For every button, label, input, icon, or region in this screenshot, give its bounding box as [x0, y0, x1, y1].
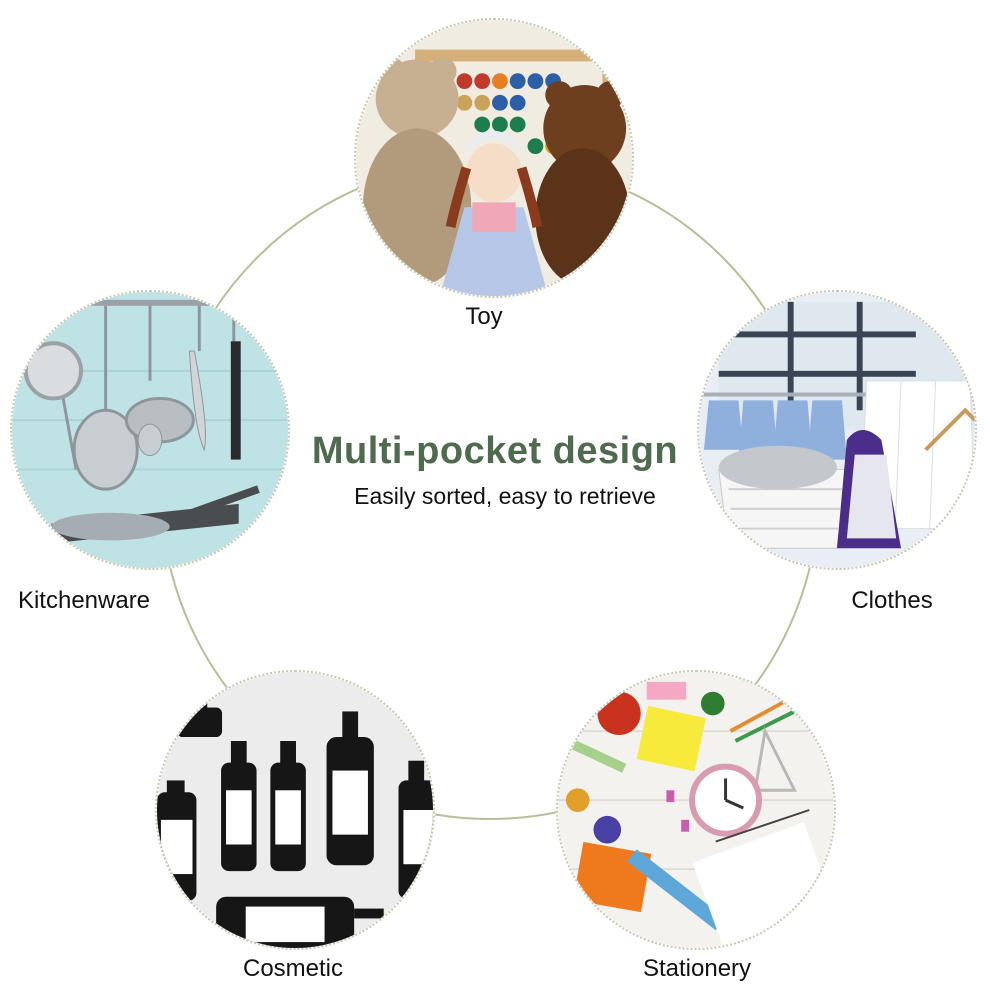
toy-label: Toy	[465, 303, 503, 330]
stationery-label: Stationery	[642, 955, 752, 982]
kitchenware-image	[10, 290, 290, 570]
subline: Easily sorted, easy to retrieve	[354, 483, 656, 509]
headline: Multi-pocket design	[311, 430, 679, 472]
toy-image	[354, 18, 634, 298]
clothes-image	[697, 290, 977, 570]
stationery-image	[556, 670, 836, 950]
kitchenware-label: Kitchenware	[17, 587, 151, 614]
cosmetic-image	[155, 670, 435, 950]
clothes-label: Clothes	[851, 587, 933, 614]
cosmetic-label: Cosmetic	[242, 955, 344, 982]
